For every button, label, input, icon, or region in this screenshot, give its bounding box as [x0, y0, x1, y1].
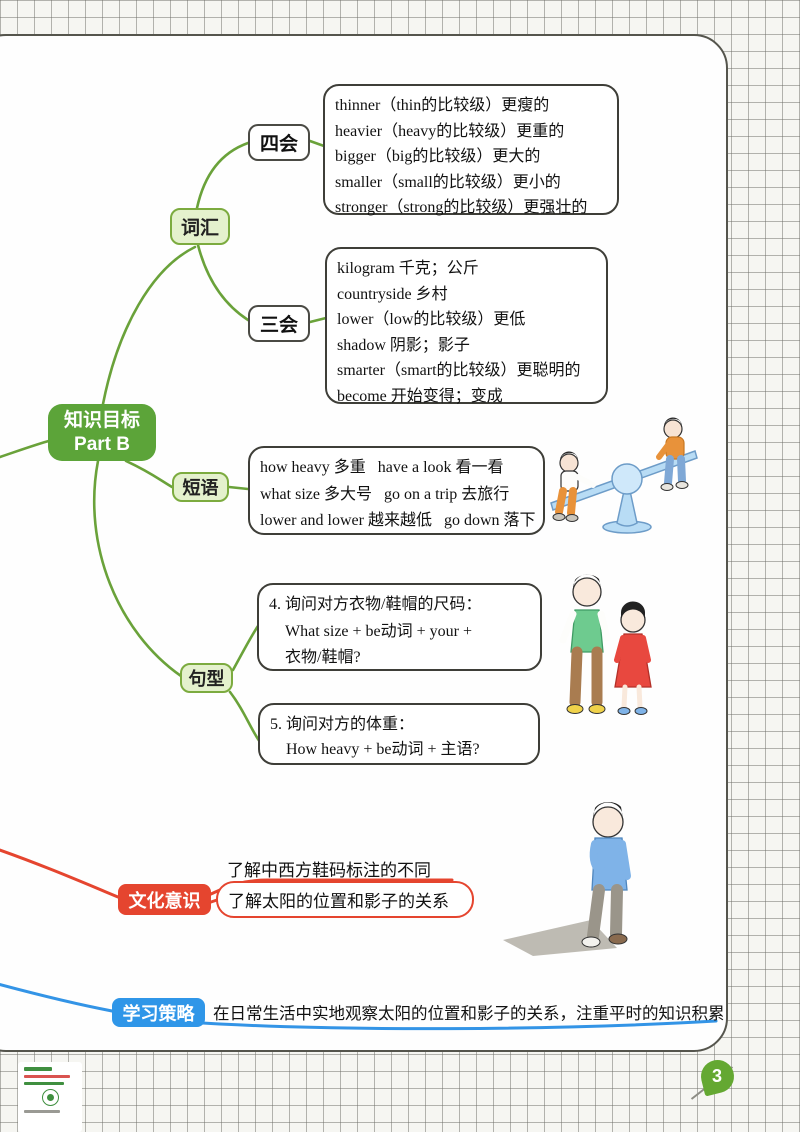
word-item: countryside 乡村	[337, 285, 448, 303]
word-item: become 开始变得；变成	[337, 387, 503, 405]
word-item: lower（low的比较级）更低	[337, 311, 526, 328]
branch-node-four-skills: 四会	[248, 124, 310, 161]
learning-strategy-label: 学习策略	[122, 1003, 195, 1024]
word-item: heavier（heavy的比较级）更重的	[335, 122, 565, 140]
watermark-text-line	[24, 1067, 52, 1071]
girl-red-dress	[614, 601, 652, 715]
seesaw-right-boy	[656, 417, 689, 491]
word-item: smarter（smart的比较级）更聪明的	[337, 362, 581, 379]
watermark-text-line	[24, 1082, 64, 1085]
word-item: stronger（strong的比较级）更强壮的	[335, 199, 588, 216]
phrase-item: what size 多大号 go on a trip 去旅行	[260, 485, 510, 503]
branch-node-sentence-patterns: 句型	[180, 663, 233, 693]
branch-node-culture-awareness: 文化意识	[118, 884, 211, 915]
culture-item-1: 了解中西方鞋码标注的不同	[227, 861, 431, 880]
three-skills-word-box: kilogram 千克；公斤 countryside 乡村 lower（low的…	[325, 247, 608, 405]
watermark-text-line	[24, 1110, 60, 1113]
sentence-line: 5. 询问对方的体重：	[270, 716, 415, 733]
sentence-line: 衣物/鞋帽?	[285, 649, 361, 666]
culture-awareness-label: 文化意识	[128, 890, 201, 911]
branch-node-phrases: 短语	[172, 472, 229, 502]
watermark-text-line	[24, 1075, 70, 1078]
phrase-item: lower and lower 越来越低 go down 落下	[260, 512, 536, 529]
kids-illustration	[559, 574, 652, 715]
four-skills-label: 四会	[259, 134, 298, 155]
watermark-card	[18, 1062, 82, 1132]
word-item: bigger（big的比较级）更大的	[335, 148, 541, 165]
phrase-item: how heavy 多重 have a look 看一看	[260, 459, 504, 476]
seesaw-illustration	[550, 417, 698, 534]
culture-item-2: 了解太阳的位置和影子的关系	[216, 881, 474, 918]
page-number: 3	[712, 1066, 723, 1087]
watermark-logo	[41, 1089, 59, 1106]
branch-node-three-skills: 三会	[248, 305, 310, 342]
four-skills-word-box: thinner（thin的比较级）更瘦的 heavier（heavy的比较级）更…	[323, 84, 619, 216]
boy-green-vest	[559, 574, 611, 714]
root-node-line2: Part B	[74, 433, 130, 455]
sentence-pattern5-box: 5. 询问对方的体重： How heavy + be动词 + 主语?	[258, 703, 540, 765]
phrases-label: 短语	[182, 478, 219, 498]
word-item: thinner（thin的比较级）更瘦的	[335, 97, 550, 114]
sentence-patterns-label: 句型	[188, 669, 225, 689]
word-item: smaller（small的比较级）更小的	[335, 173, 561, 191]
word-item: kilogram 千克；公斤	[337, 260, 479, 277]
word-item: shadow 阴影；影子	[337, 336, 470, 354]
sentence-pattern4-box: 4. 询问对方衣物/鞋帽的尺码： What size + be动词 + your…	[257, 583, 542, 671]
boy-blue-sweater	[581, 801, 631, 948]
seesaw-left-boy	[552, 451, 596, 522]
phrases-box: how heavy 多重 have a look 看一看 what size 多…	[248, 446, 545, 535]
boy-shadow-illustration	[503, 801, 631, 956]
sentence-line: What size + be动词 + your +	[285, 622, 473, 640]
strategy-text: 在日常生活中实地观察太阳的位置和影子的关系，注重平时的知识积累	[213, 1004, 725, 1023]
page-number-badge: 3	[697, 1056, 738, 1097]
branch-node-vocabulary: 词汇	[170, 208, 230, 245]
sentence-line: How heavy + be动词 + 主语?	[286, 741, 480, 758]
three-skills-label: 三会	[259, 315, 298, 336]
vocabulary-label: 词汇	[180, 218, 219, 239]
root-node-knowledge-goal: 知识目标 Part B	[48, 404, 156, 461]
branch-node-learning-strategy: 学习策略	[112, 998, 205, 1027]
sentence-line: 4. 询问对方衣物/鞋帽的尺码：	[269, 596, 482, 613]
root-node-line1: 知识目标	[63, 409, 140, 431]
